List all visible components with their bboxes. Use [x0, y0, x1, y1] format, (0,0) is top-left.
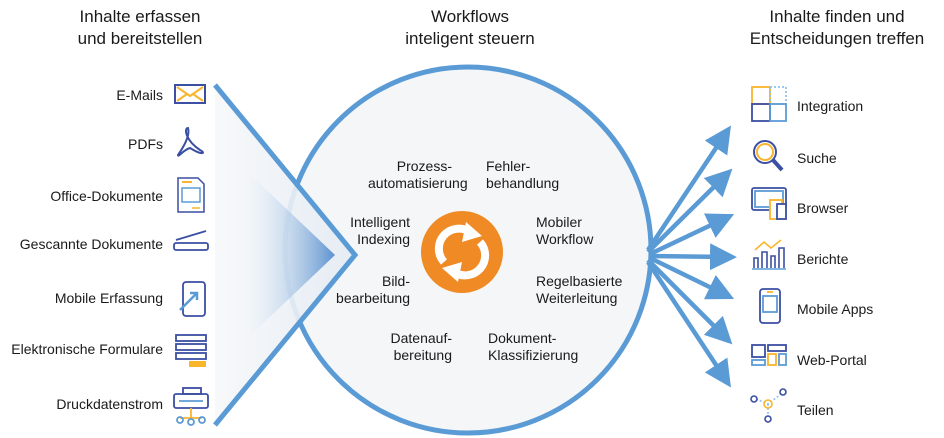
heading-right: Inhalte finden und Entscheidungen treffe… [730, 6, 944, 50]
workflow-daten-l1: Datenauf- [390, 330, 452, 346]
output-label-web-portal: Web-Portal [797, 352, 867, 368]
smartphone-icon [759, 288, 781, 324]
workflow-daten-l2: bereitung [393, 347, 452, 363]
output-label-teilen: Teilen [797, 402, 834, 418]
workflow-regel-l1: Regelbasierte [536, 273, 623, 289]
workflow-indexing-l1: Intelligent [350, 214, 410, 230]
output-label-mobile-apps: Mobile Apps [797, 301, 874, 317]
heading-left-line1: Inhalte erfassen [79, 7, 201, 26]
workflow-prozess-l2: automatisierung [368, 175, 468, 191]
input-label-pdfs: PDFs [128, 136, 163, 152]
input-label-forms: Elektronische Formulare [11, 341, 163, 357]
workflow-prozess-l1: Prozess- [396, 158, 452, 174]
magnifier-icon [753, 140, 784, 172]
heading-right-line2: Entscheidungen treffen [749, 29, 925, 48]
workflow-prozess: Prozess-automatisierung [368, 158, 468, 192]
output-label-berichte: Berichte [797, 251, 849, 267]
workflow-fehler: Fehler-behandlung [486, 158, 559, 192]
output-label-browser: Browser [797, 200, 849, 216]
input-label-scanned: Gescannte Dokumente [19, 236, 163, 252]
heading-center-line1: Workflows [430, 7, 510, 26]
devices-icon [751, 187, 787, 220]
heading-center: Workflows inteligent steuern [380, 6, 560, 50]
mobile-capture-icon [179, 281, 206, 317]
bar-chart-icon [752, 239, 786, 270]
workflow-daten: Datenauf-bereitung [368, 330, 452, 364]
heading-left-line2: und bereitstellen [77, 29, 203, 48]
workflow-dokument: Dokument-Klassifizierung [488, 330, 578, 364]
workflow-fehler-l1: Fehler- [486, 158, 531, 174]
heading-left: Inhalte erfassen und bereitstellen [55, 6, 225, 50]
scanner-icon [173, 230, 209, 251]
funnel-outline [213, 83, 359, 427]
form-icon [175, 334, 207, 367]
workflow-bild-l2: bearbeitung [336, 290, 410, 306]
share-icon [750, 388, 787, 423]
workflow-dokument-l1: Dokument- [488, 330, 557, 346]
document-icon [177, 177, 205, 213]
workflow-bild-l1: Bild- [381, 273, 410, 289]
output-label-suche: Suche [797, 150, 837, 166]
input-label-print: Druckdatenstrom [56, 396, 163, 412]
output-arrows [646, 125, 737, 388]
workflow-fehler-l2: behandlung [486, 175, 560, 191]
printer-icon [173, 387, 209, 426]
workflow-mobile-l1: Mobiler [536, 214, 582, 230]
sync-icon [421, 211, 503, 293]
heading-right-line1: Inhalte finden und [769, 7, 905, 26]
input-label-emails: E-Mails [116, 87, 163, 103]
workflow-indexing-l2: Indexing [357, 231, 410, 247]
input-label-mobile: Mobile Erfassung [54, 290, 163, 306]
web-portal-icon [751, 344, 787, 366]
workflow-dokument-l2: Klassifizierung [488, 347, 579, 363]
input-label-office: Office-Dokumente [50, 188, 163, 204]
funnel-gradient [235, 160, 335, 350]
puzzle-icon [751, 86, 787, 122]
output-label-integration: Integration [797, 98, 864, 114]
workflow-mobile-l2: Workflow [536, 231, 594, 247]
envelope-icon [174, 84, 206, 104]
workflow-regel-l2: Weiterleitung [536, 290, 618, 306]
pdf-icon [176, 126, 204, 157]
heading-center-line2: inteligent steuern [405, 29, 535, 48]
workflow-bild: Bild-bearbeitung [330, 273, 410, 307]
